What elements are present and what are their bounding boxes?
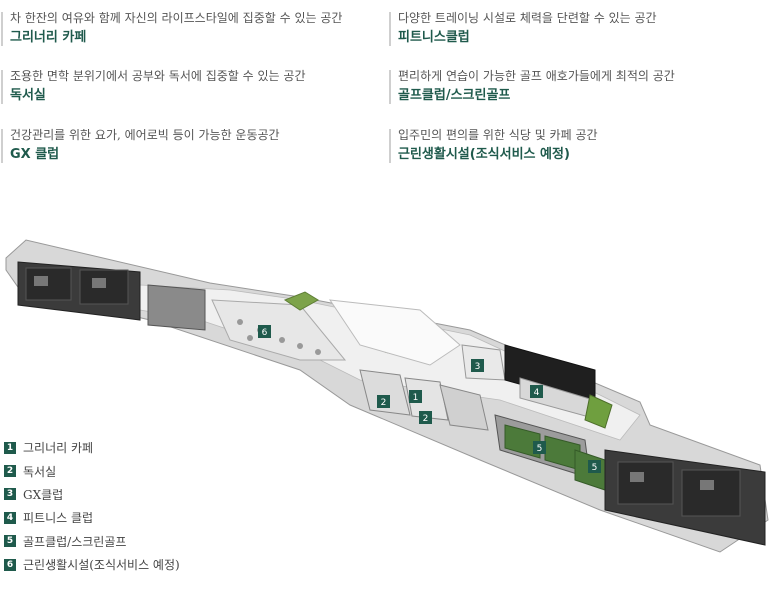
legend-number: 1 xyxy=(4,441,16,454)
feature-divider xyxy=(1,70,3,104)
legend-item: 2 독서실 xyxy=(4,459,180,482)
feature-neighborhood-facility: 입주민의 편의를 위한 식당 및 카페 공간 근린생활시설(조식서비스 예정) xyxy=(389,127,768,164)
feature-divider xyxy=(389,70,391,104)
feature-divider xyxy=(389,12,391,46)
feature-title: 그리너리 카페 xyxy=(10,30,87,45)
marker-3-label: 3 xyxy=(475,362,481,372)
community-floor-plan: 6 2 1 2 3 4 5 5 xyxy=(5,239,769,553)
legend-label: GX클럽 xyxy=(23,487,64,502)
reading-rooms xyxy=(359,369,489,431)
marker-5-label: 5 xyxy=(537,444,543,454)
legend-number: 3 xyxy=(4,488,16,501)
feature-gx-club: 건강관리를 위한 요가, 에어로빅 등이 가능한 운동공간 GX 클럽 xyxy=(1,127,380,164)
marker-4[interactable]: 4 xyxy=(530,385,543,398)
legend-label: 그리너리 카페 xyxy=(23,441,94,456)
feature-reading-room: 조용한 면학 분위기에서 공부와 독서에 집중할 수 있는 공간 독서실 xyxy=(1,68,380,105)
legend-item: 1 그리너리 카페 xyxy=(4,436,180,459)
marker-5b-label: 5 xyxy=(592,463,598,473)
marker-6[interactable]: 6 xyxy=(258,325,271,338)
marker-2b[interactable]: 2 xyxy=(419,411,432,424)
marker-2[interactable]: 2 xyxy=(377,395,390,408)
storage-room xyxy=(147,284,206,331)
feature-desc: 편리하게 연습이 가능한 골프 애호가들에게 최적의 공간 xyxy=(398,69,675,83)
marker-2-label: 2 xyxy=(381,398,387,408)
legend-number: 4 xyxy=(4,511,16,524)
legend-label: 피트니스 클럽 xyxy=(23,511,94,526)
legend-number: 6 xyxy=(4,558,16,571)
marker-3[interactable]: 3 xyxy=(471,359,484,372)
feature-title: 독서실 xyxy=(10,88,46,103)
feature-title: 골프클럽/스크린골프 xyxy=(398,88,511,103)
legend-item: 5 골프클럽/스크린골프 xyxy=(4,530,180,553)
feature-desc: 조용한 면학 분위기에서 공부와 독서에 집중할 수 있는 공간 xyxy=(10,69,306,83)
feature-title: 피트니스클럽 xyxy=(398,30,470,45)
legend-label: 골프클럽/스크린골프 xyxy=(23,534,127,549)
marker-6-label: 6 xyxy=(262,328,268,338)
legend-label: 근린생활시설(조식서비스 예정) xyxy=(23,558,180,573)
atrium xyxy=(328,299,461,366)
legend-item: 4 피트니스 클럽 xyxy=(4,506,180,529)
feature-greenery-cafe: 차 한잔의 여유와 함께 자신의 라이프스타일에 집중할 수 있는 공간 그리너… xyxy=(1,10,380,47)
marker-5b[interactable]: 5 xyxy=(588,460,601,473)
legend-item: 6 근린생활시설(조식서비스 예정) xyxy=(4,553,180,576)
feature-title: GX 클럽 xyxy=(10,147,60,162)
feature-divider xyxy=(1,129,3,163)
greenery-patch xyxy=(283,291,319,311)
marker-5[interactable]: 5 xyxy=(533,441,546,454)
feature-title: 근린생활시설(조식서비스 예정) xyxy=(398,147,570,162)
legend-label: 독서실 xyxy=(23,464,57,479)
marker-1[interactable]: 1 xyxy=(409,390,422,403)
marker-1-label: 1 xyxy=(413,393,419,403)
marker-2b-label: 2 xyxy=(423,414,429,424)
legend-number: 2 xyxy=(4,465,16,478)
feature-golf-club: 편리하게 연습이 가능한 골프 애호가들에게 최적의 공간 골프클럽/스크린골프 xyxy=(389,68,768,105)
feature-desc: 차 한잔의 여유와 함께 자신의 라이프스타일에 집중할 수 있는 공간 xyxy=(10,11,343,25)
feature-divider xyxy=(389,129,391,163)
legend-item: 3 GX클럽 xyxy=(4,483,180,506)
legend-number: 5 xyxy=(4,535,16,548)
marker-4-label: 4 xyxy=(534,388,540,398)
right-unit-block xyxy=(604,449,766,546)
feature-divider xyxy=(1,12,3,46)
feature-desc: 입주민의 편의를 위한 식당 및 카페 공간 xyxy=(398,128,598,142)
feature-desc: 건강관리를 위한 요가, 에어로빅 등이 가능한 운동공간 xyxy=(10,128,280,142)
feature-desc: 다양한 트레이닝 시설로 체력을 단련할 수 있는 공간 xyxy=(398,11,657,25)
feature-fitness-club: 다양한 트레이닝 시설로 체력을 단련할 수 있는 공간 피트니스클럽 xyxy=(389,10,768,47)
left-unit-block xyxy=(17,261,141,321)
legend: 1 그리너리 카페 2 독서실 3 GX클럽 4 피트니스 클럽 5 골프클럽/… xyxy=(4,436,180,576)
